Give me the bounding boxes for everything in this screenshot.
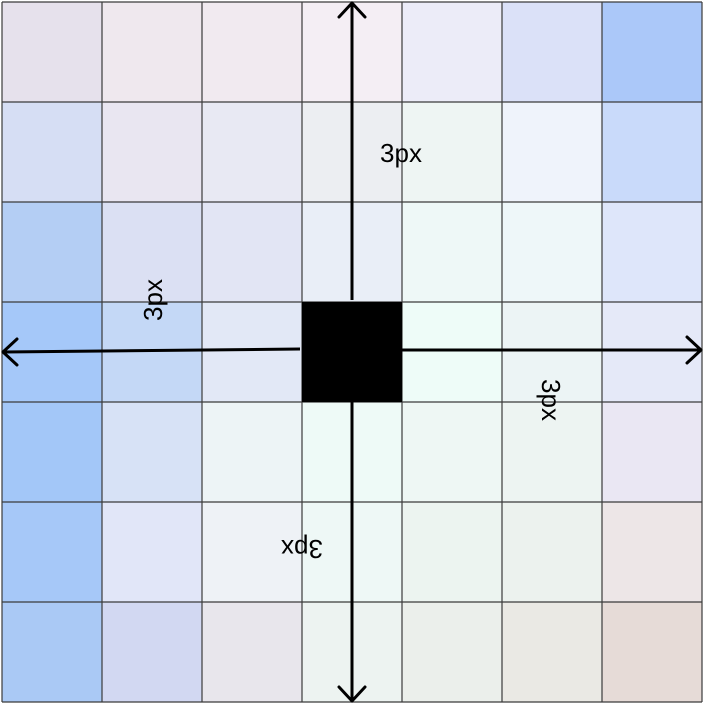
arrow-right [402,335,703,365]
grid-cell [102,602,202,702]
arrow-up-head [337,1,367,19]
grid-cell [602,102,702,202]
arrow-up [337,1,367,300]
grid-cell [402,2,502,102]
grid-cell [602,502,702,602]
grid-cell [102,402,202,502]
grid-cell [402,502,502,602]
grid-cell [602,402,702,502]
arrow-right-label: 3px [536,379,566,421]
grid-cell [602,302,702,402]
grid-cell [202,2,302,102]
grid-cell [602,202,702,302]
grid-cell [402,602,502,702]
grid-cell [502,302,602,402]
grid-cell [102,502,202,602]
grid-cell [102,2,202,102]
grid-cell [202,502,302,602]
arrow-left-head [1,337,19,367]
grid-cell [2,2,102,102]
grid-cell [202,602,302,702]
arrow-left-shaft [3,347,301,354]
grid-cell [2,602,102,702]
grid-cell [202,102,302,202]
grid-cell [2,402,102,502]
grid-cell [502,2,602,102]
grid-cell [502,502,602,602]
arrow-right-head [685,335,703,365]
grid-cell [202,402,302,502]
grid-cell [402,302,502,402]
grid-cell [2,102,102,202]
arrow-left-label: 3px [138,279,168,321]
grid-cell [602,602,702,702]
center-square [302,302,402,402]
arrow-up-label: 3px [380,138,422,168]
arrow-down-head [337,685,367,703]
grid-cell [502,102,602,202]
arrow-left [1,337,301,367]
grid-cell [502,202,602,302]
grid-cell [2,502,102,602]
grid-cell [102,102,202,202]
grid-cell [202,302,302,402]
grid-cell [402,202,502,302]
grid-cell [102,202,202,302]
grid-cell [402,402,502,502]
arrow-down [337,402,367,703]
grid-cell [502,602,602,702]
arrow-down-label: 3px [281,534,323,564]
grid-cell [602,2,702,102]
grid-cell [2,202,102,302]
grid-cell [202,202,302,302]
grid-cell [402,102,502,202]
grid-cell [502,402,602,502]
